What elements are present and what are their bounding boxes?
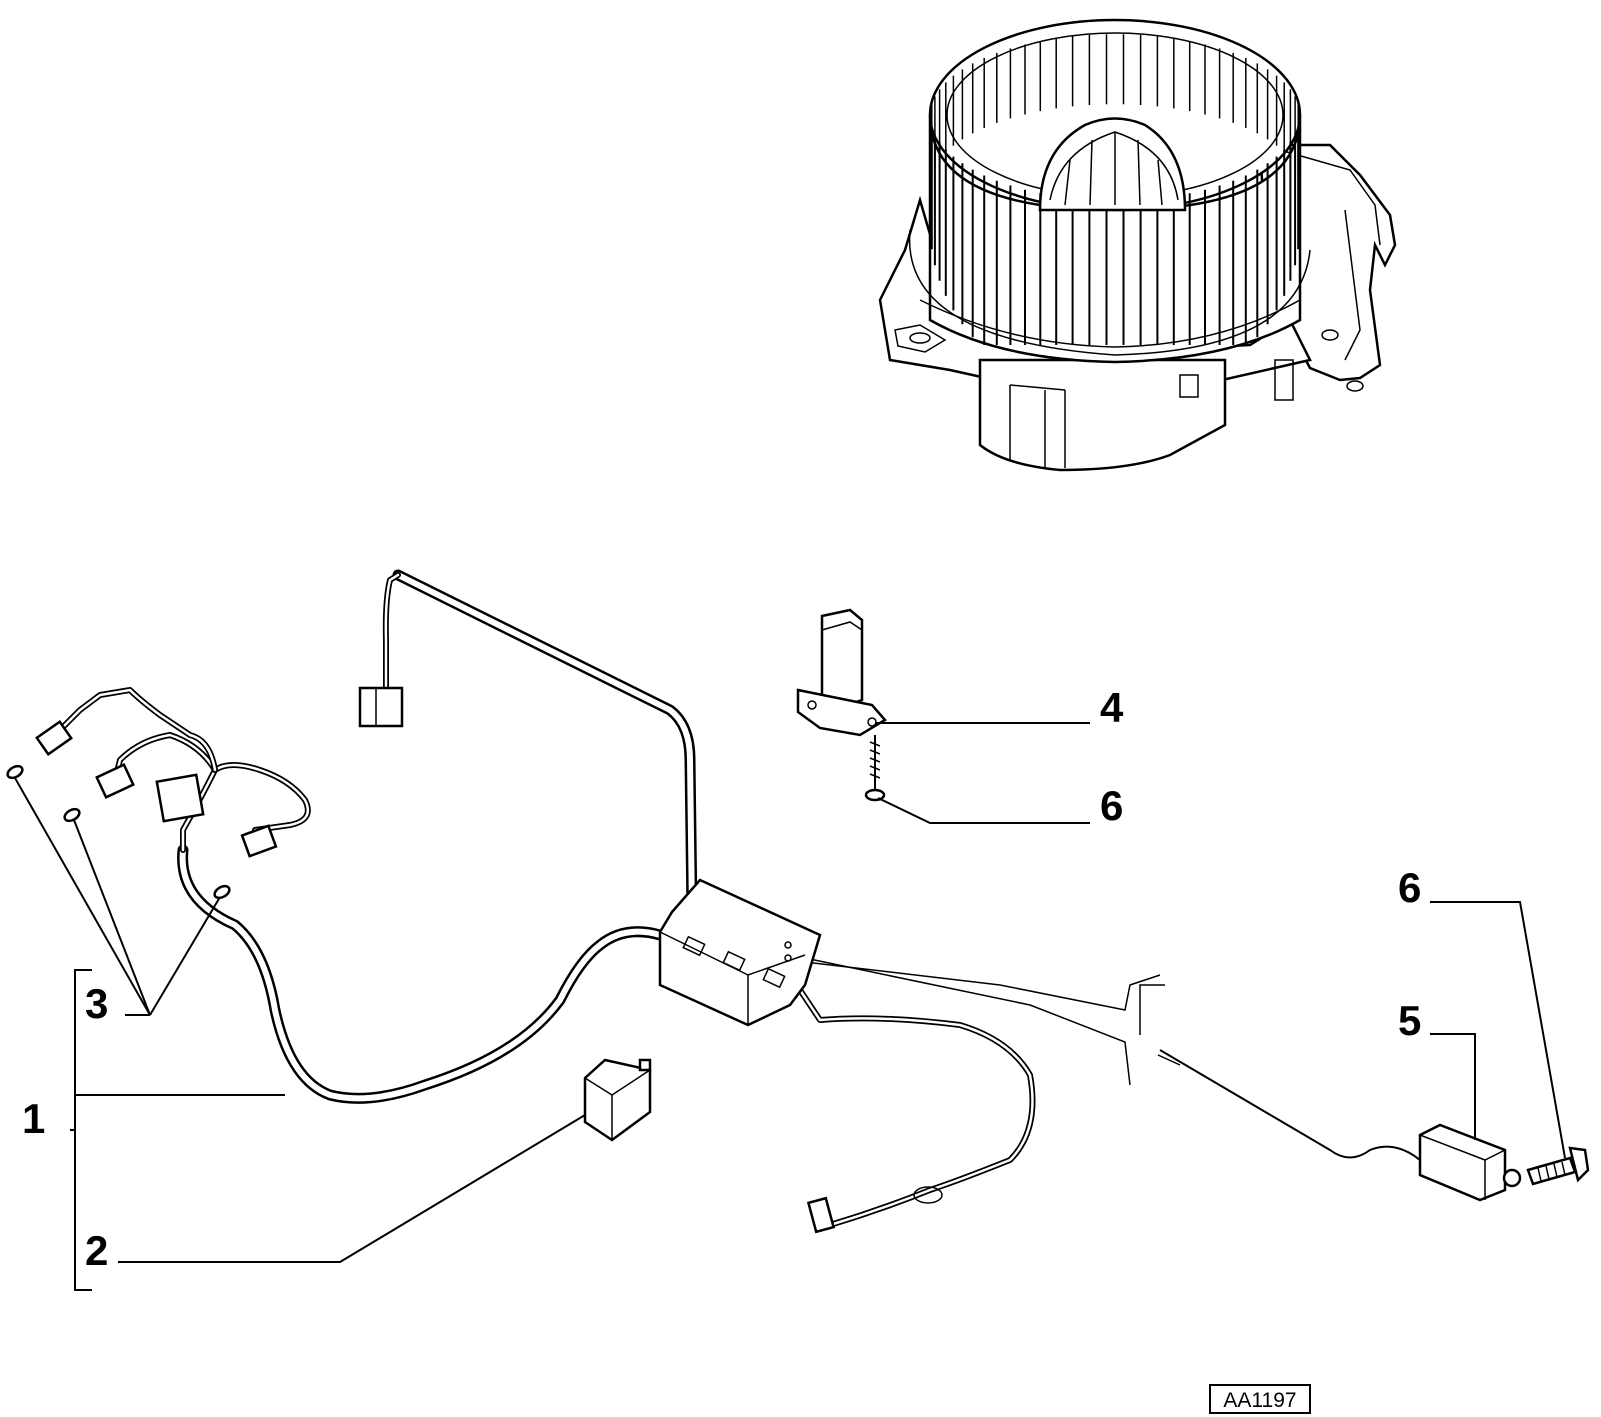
screw-item-6-upper <box>864 735 886 802</box>
callout-6-upper: 6 <box>1100 782 1123 829</box>
bolt-item-6-lower <box>1526 1146 1590 1186</box>
callout-6-lower: 6 <box>1398 864 1421 911</box>
reference-code-text: AA1197 <box>1223 1389 1296 1412</box>
relay-item-2 <box>583 1058 652 1142</box>
leader-lines <box>14 722 1566 1291</box>
screws-item-3 <box>6 764 231 900</box>
callout-4: 4 <box>1100 684 1124 731</box>
blower-fan-assembly <box>878 18 1397 472</box>
callout-2: 2 <box>85 1227 108 1274</box>
sensor-item-5 <box>1157 1049 1522 1202</box>
callout-5: 5 <box>1398 997 1421 1044</box>
resistor-item-4 <box>796 608 887 737</box>
callout-3: 3 <box>85 980 108 1027</box>
reference-code-label: AA1197 <box>1209 1384 1311 1414</box>
callout-1: 1 <box>22 1095 45 1142</box>
wiring-harness <box>35 569 1161 1234</box>
impeller-blades <box>929 34 1301 345</box>
